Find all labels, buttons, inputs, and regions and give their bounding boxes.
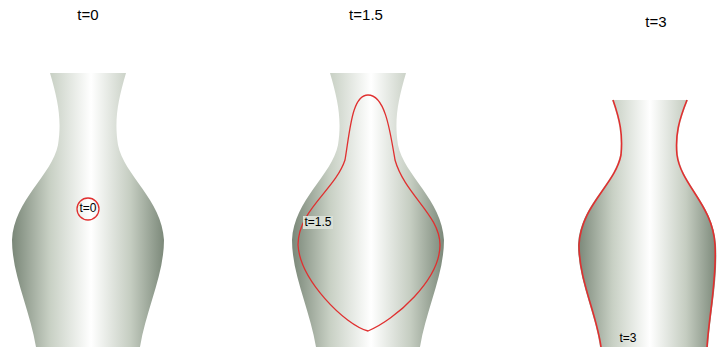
vase-surface: [578, 100, 716, 347]
front-curve: [676, 100, 715, 347]
time-heading: t=3: [645, 14, 666, 31]
vase-surface: [12, 73, 164, 347]
curve-label: t=0: [78, 202, 97, 215]
curve-label: t=3: [618, 332, 637, 345]
front-curve: [298, 95, 440, 331]
front-curve: [77, 198, 99, 220]
time-heading: t=1.5: [349, 7, 383, 24]
time-heading: t=0: [77, 7, 98, 24]
vase-surface: [292, 73, 444, 347]
curve-label: t=1.5: [303, 216, 332, 229]
front-curve: [579, 100, 622, 347]
